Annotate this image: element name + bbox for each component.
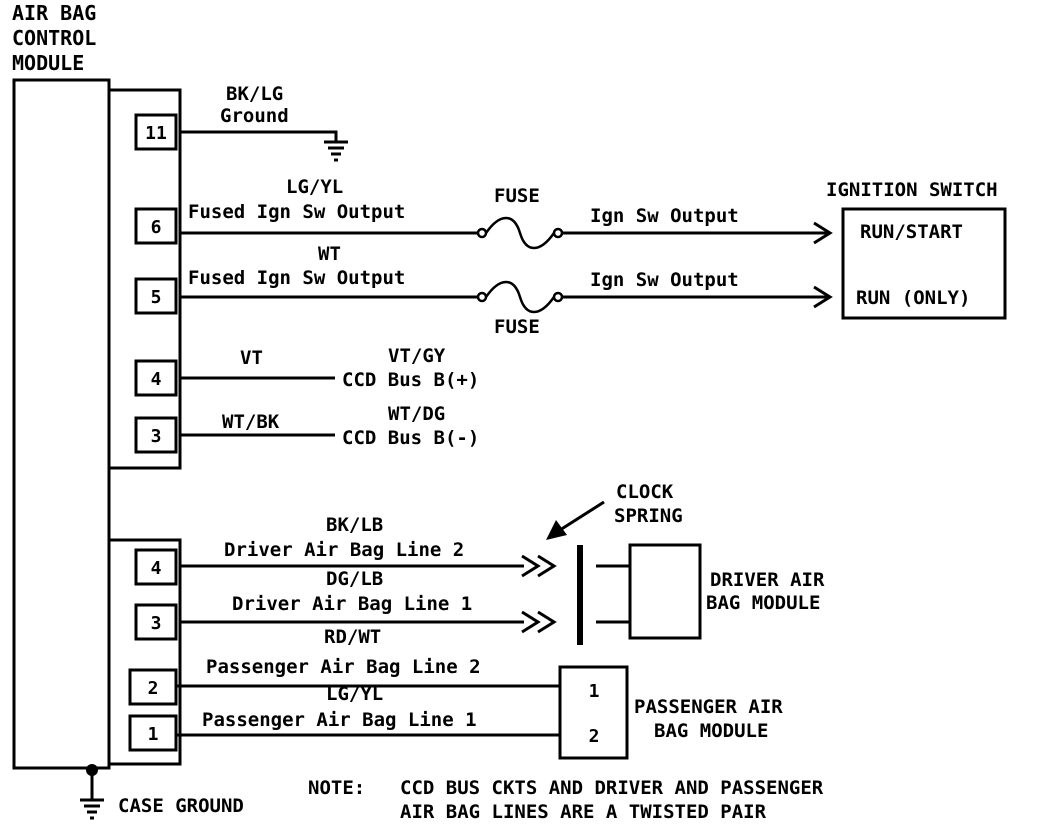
fuse-icon [476,280,564,314]
connector-arrow-icon [813,285,833,309]
pointer-arrow-icon [546,500,605,540]
pin-box-4-bottom [134,548,178,586]
pin-label-2-bottom: 2 [148,678,159,699]
module-title-line-1: AIR BAG [12,1,96,25]
connector-bottom-block [107,538,182,766]
wire-color-pin11: BK/LG [226,83,283,105]
wire-pin11 [180,130,338,142]
dest-circuit-pin3-top: CCD Bus B(-) [342,427,479,449]
pin-box-6 [134,207,178,245]
circuit-pin4-bottom: Driver Air Bag Line 2 [224,539,464,561]
pin-label-4-top: 4 [151,369,162,390]
passenger-module-pin-2: 2 [589,726,600,747]
clock-spring-label-2: SPRING [614,505,683,527]
connector-top-block [107,88,182,470]
ignition-switch-title: IGNITION SWITCH [826,179,998,201]
wire-color-pin2-bottom: RD/WT [324,626,381,648]
wire-color-pin3-top: WT/BK [222,411,280,433]
note-prefix: NOTE: [308,777,365,799]
wire-color-pin1-bottom: LG/YL [326,683,383,705]
driver-module-box [628,543,702,640]
pin-label-3-top: 3 [151,426,162,447]
fuse-label-bottom: FUSE [494,316,540,338]
circuit-pin6: Fused Ign Sw Output [188,201,405,223]
ground-icon [80,798,104,820]
driver-module-label-2: BAG MODULE [706,592,820,614]
ground-icon [324,140,348,162]
module-title-line-3: MODULE [12,51,84,75]
pin-box-1-bottom [128,714,178,752]
double-arrow-icon [521,554,557,578]
circuit-pin3-bottom: Driver Air Bag Line 1 [232,593,472,615]
pin-label-4-bottom: 4 [151,558,162,579]
wire-color-pin6: LG/YL [286,176,343,198]
connector-arrow-icon [813,221,833,245]
pin-label-1-bottom: 1 [148,724,159,745]
fuse-icon [476,216,564,250]
pin-label-5: 5 [151,287,162,308]
ignition-switch-box [841,207,1007,320]
dest-circuit-pin5: Ign Sw Output [590,269,739,291]
dest-color-pin4-top: VT/GY [388,345,446,367]
passenger-module-box [558,665,629,760]
passenger-module-label-1: PASSENGER AIR [634,696,783,718]
wire-color-pin4-top: VT [240,347,263,369]
dest-color-pin3-top: WT/DG [388,403,445,425]
passenger-module-pin-1: 1 [589,681,600,702]
wire-color-pin3-bottom: DG/LB [326,568,383,590]
pin-label-3-bottom: 3 [151,613,162,634]
pin-box-3-bottom [134,603,178,641]
note-line-1: CCD BUS CKTS AND DRIVER AND PASSENGER [400,777,824,799]
ignition-position-run-start: RUN/START [860,221,963,243]
case-ground-label: CASE GROUND [118,795,244,817]
pin-box-5 [134,277,178,315]
fuse-label-top: FUSE [494,185,540,207]
wire-color-pin5: WT [318,243,341,265]
pin-label-6: 6 [151,217,162,238]
control-module-body [12,78,111,770]
pin-box-11 [134,113,178,151]
pin-box-4-top [134,359,178,397]
double-arrow-icon [521,610,557,634]
dest-circuit-pin4-top: CCD Bus B(+) [342,369,479,391]
circuit-pin1-bottom: Passenger Air Bag Line 1 [202,709,477,731]
circuit-pin11: Ground [220,105,289,127]
wire-color-pin4-bottom: BK/LB [326,514,383,536]
driver-module-label-1: DRIVER AIR [710,569,825,591]
clock-spring-label-1: CLOCK [616,481,674,503]
dest-circuit-pin6: Ign Sw Output [590,205,739,227]
circuit-pin5: Fused Ign Sw Output [188,267,405,289]
passenger-module-label-2: BAG MODULE [654,720,768,742]
ignition-position-run-only: RUN (ONLY) [856,287,970,309]
module-title-line-2: CONTROL [12,26,96,50]
pin-label-11: 11 [145,123,167,144]
note-line-2: AIR BAG LINES ARE A TWISTED PAIR [400,801,767,823]
circuit-pin2-bottom: Passenger Air Bag Line 2 [206,656,481,678]
pin-box-3-top [134,416,178,454]
control-module-title: AIR BAG CONTROL MODULE [12,1,96,75]
